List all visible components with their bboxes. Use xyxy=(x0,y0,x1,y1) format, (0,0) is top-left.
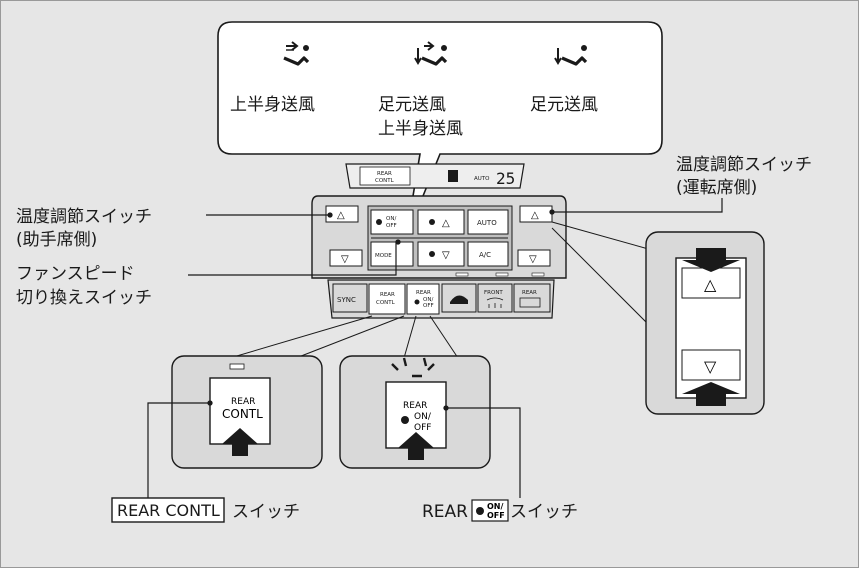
panel-rear-onoff-on: ON/ xyxy=(423,297,433,303)
rear-defrost-icon xyxy=(519,297,541,308)
panel-rear-label: REAR xyxy=(522,290,537,296)
passenger-temp-label-1: 温度調節スイッチ xyxy=(16,207,152,227)
display-contl: CONTL xyxy=(375,178,395,184)
mode-callout: 上半身送風 足元送風 上半身送風 足元送風 xyxy=(217,21,663,239)
face-vent-icon xyxy=(283,41,310,66)
panel-fan-on: ON/ xyxy=(386,216,396,222)
panel-temp-left-up-glyph: △ xyxy=(337,210,345,221)
panel-fan-down xyxy=(417,241,465,267)
inset-rear-onoff-on: ON/ xyxy=(414,412,432,422)
mode-bilevel-label-2: 上半身送風 xyxy=(378,119,463,139)
press-arrow-icon xyxy=(398,432,434,460)
panel-ac-label: A/C xyxy=(479,251,491,259)
rear-contl-inset: REAR CONTL xyxy=(171,315,405,469)
rear-onoff-icon-off: OFF xyxy=(487,511,505,520)
press-arrow-down-icon xyxy=(682,248,740,272)
indicator-light-icon xyxy=(391,357,435,378)
rear-contl-boxed-label: REAR CONTL xyxy=(117,501,220,520)
floor-vent-icon xyxy=(554,45,588,66)
press-arrow-up-icon xyxy=(682,382,740,406)
panel-ac xyxy=(467,241,509,267)
panel-mode xyxy=(370,241,414,267)
passenger-temp-label-2: (助手席側) xyxy=(16,230,97,250)
fan-speed-label-2: 切り換えスイッチ xyxy=(16,288,152,308)
inset-rear-contl-bottom: CONTL xyxy=(222,407,263,421)
rear-onoff-suffix: スイッチ xyxy=(510,502,578,522)
recirculation-icon xyxy=(450,295,468,304)
inset-rear-onoff-top: REAR xyxy=(403,401,427,411)
panel-sync: SYNC xyxy=(337,296,356,304)
display-auto: AUTO xyxy=(474,176,490,182)
inset-rear-contl-top: REAR xyxy=(231,397,255,407)
driver-temp-label-1: 温度調節スイッチ xyxy=(676,155,812,175)
fan-speed-label-1: ファンスピード xyxy=(16,264,135,284)
panel-temp-right-down xyxy=(517,249,551,267)
panel-auto xyxy=(467,209,509,235)
panel-rear-onoff-off: OFF xyxy=(423,303,434,309)
rear-contl-callout: REAR CONTL スイッチ xyxy=(111,400,300,523)
mode-floor-label: 足元送風 xyxy=(530,95,598,115)
panel-auto-label: AUTO xyxy=(477,219,497,227)
panel-rear-contl-top: REAR xyxy=(380,292,395,298)
display-rear: REAR xyxy=(377,171,392,177)
inset-rear-onoff-off: OFF xyxy=(414,423,431,433)
press-arrow-icon xyxy=(222,428,258,456)
display-temp: 25 xyxy=(496,169,515,188)
panel-rear-onoff-top: REAR xyxy=(416,290,431,296)
panel-fan-up-glyph: △ xyxy=(442,218,450,229)
panel-fan-up xyxy=(417,209,465,235)
rear-onoff-inset: REAR ON/ OFF xyxy=(339,315,491,469)
panel-mode-label: MODE xyxy=(375,253,392,259)
driver-temp-label-2: (運転席側) xyxy=(676,178,757,198)
inset-temp-up-glyph: △ xyxy=(704,275,717,294)
panel-temp-right-down-glyph: ▽ xyxy=(529,254,537,265)
mode-bilevel-label-1: 足元送風 xyxy=(378,95,446,115)
panel-temp-left-down-glyph: ▽ xyxy=(341,254,349,265)
rear-onoff-prefix: REAR xyxy=(422,502,468,522)
bi-level-vent-icon xyxy=(414,41,448,66)
rear-contl-suffix: スイッチ xyxy=(232,502,300,522)
front-defrost-icon xyxy=(486,297,504,308)
panel-rear-onoff xyxy=(406,283,440,315)
control-panel: REAR CONTL AUTO 25 △ ▽ △ ▽ ON/ OFF △ AUT… xyxy=(311,163,567,319)
panel-temp-left-up xyxy=(325,205,359,223)
panel-temp-left-down xyxy=(329,249,363,267)
inset-temp-down-glyph: ▽ xyxy=(704,357,717,376)
driver-temp-callout: 温度調節スイッチ (運転席側) xyxy=(549,155,812,215)
panel-front-label: FRONT xyxy=(484,290,503,296)
panel-rear-contl-bottom: CONTL xyxy=(376,300,396,306)
panel-fan-down-glyph: ▽ xyxy=(442,250,450,261)
rear-onoff-callout: REAR ON/ OFF スイッチ xyxy=(422,405,578,522)
rear-onoff-icon-on: ON/ xyxy=(487,502,503,511)
fan-icon xyxy=(476,507,484,515)
panel-rear-contl xyxy=(368,283,406,315)
mode-face-label: 上半身送風 xyxy=(230,95,315,115)
fan-speed-callout: ファンスピード 切り換えスイッチ xyxy=(16,239,401,308)
display-fan-bars xyxy=(448,170,458,182)
panel-temp-right-up-glyph: △ xyxy=(531,210,539,221)
temp-switch-inset: △ ▽ xyxy=(551,221,765,415)
panel-fan-off: OFF xyxy=(386,223,397,229)
passenger-temp-callout: 温度調節スイッチ (助手席側) xyxy=(16,207,333,250)
